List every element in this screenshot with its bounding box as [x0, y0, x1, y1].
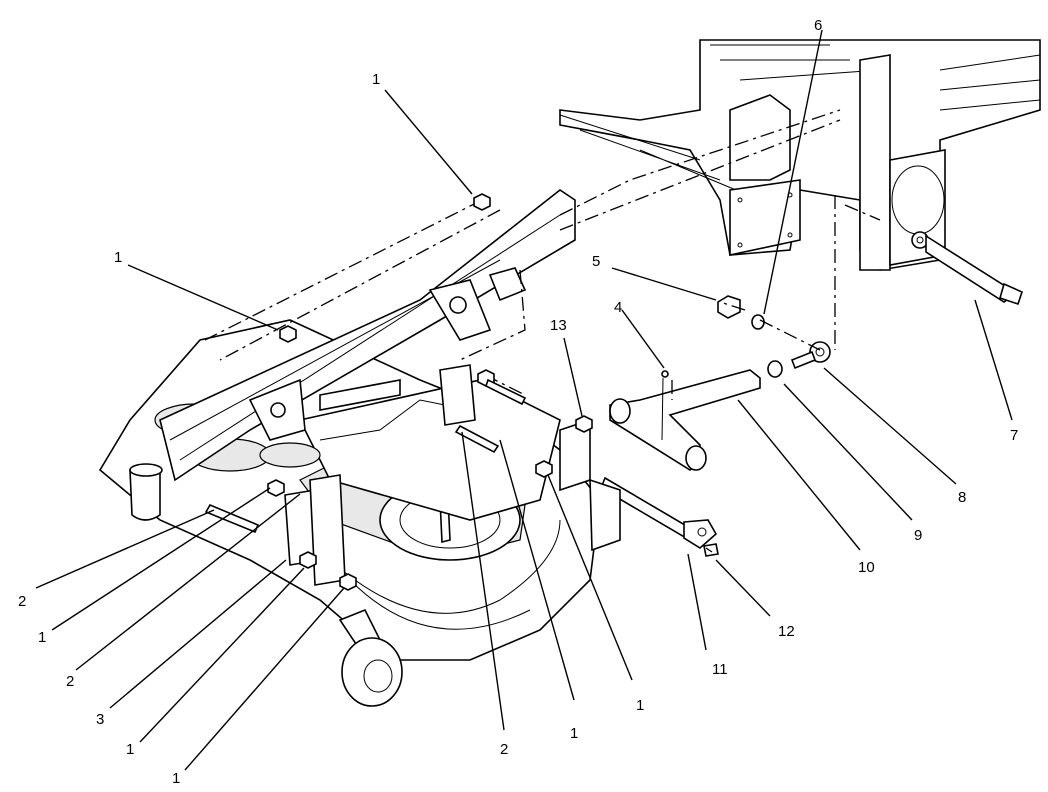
callout-label: 1 — [636, 697, 644, 714]
lift-bracket-10 — [609, 369, 761, 471]
callout-label: 2 — [18, 593, 26, 610]
bolt-12 — [703, 543, 719, 557]
callout-label: 1 — [372, 71, 380, 88]
leader-lines — [35, 29, 1013, 771]
tractor-frame — [559, 39, 1041, 271]
callout-label: 2 — [66, 673, 74, 690]
callout-label: 9 — [914, 527, 922, 544]
callout-label: 5 — [592, 253, 600, 270]
bolt-7 — [925, 234, 1023, 306]
callout-label: 3 — [96, 711, 104, 728]
callouts: 1 1 1 1 1 1 1 2 2 2 3 4 5 6 7 8 9 10 11 … — [18, 17, 1018, 787]
callout-label: 8 — [958, 489, 966, 506]
nut-5 — [717, 295, 741, 319]
nut-9 — [767, 360, 783, 378]
alignment-lines — [204, 109, 881, 553]
callout-label: 1 — [38, 629, 46, 646]
washer-6 — [751, 314, 765, 330]
callout-label: 12 — [778, 623, 795, 640]
callout-label: 13 — [550, 317, 567, 334]
callout-label: 2 — [500, 741, 508, 758]
callout-label: 10 — [858, 559, 875, 576]
callout-label: 4 — [614, 299, 622, 316]
callout-label: 1 — [172, 770, 180, 787]
callout-label: 1 — [570, 725, 578, 742]
hardware-nuts — [204, 193, 593, 591]
lift-arm — [159, 189, 576, 482]
mower-deck — [98, 319, 621, 707]
callout-label: 1 — [126, 741, 134, 758]
callout-label: 6 — [814, 17, 822, 34]
callout-label: 11 — [712, 661, 728, 678]
callout-label: 7 — [1010, 427, 1018, 444]
callout-label: 1 — [114, 249, 122, 266]
